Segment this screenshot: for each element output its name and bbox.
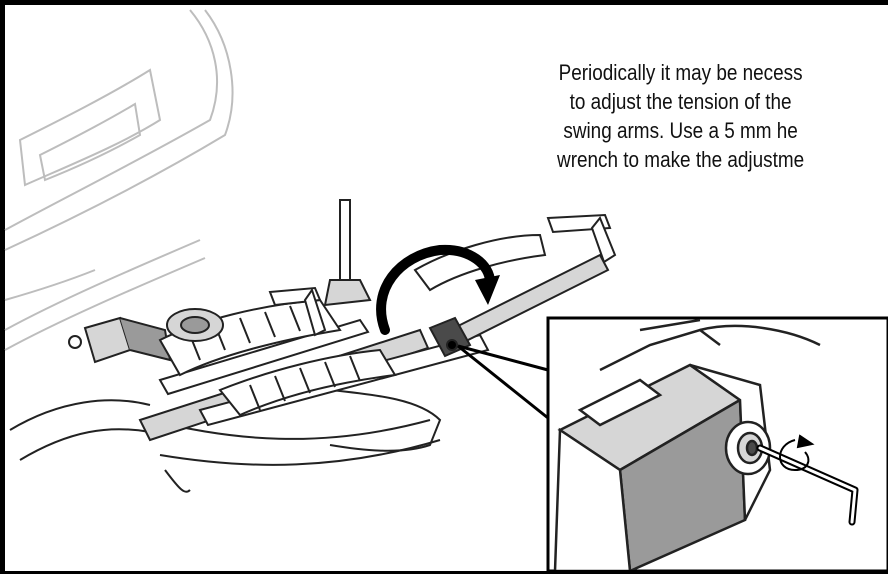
rack-mast [323,199,372,307]
caption-line-4: wrench to make the adjustme [557,147,805,172]
detail-inset [546,316,888,573]
left-arm-handle [268,286,327,337]
small-rotation-arrow-icon [779,434,815,472]
hitch-receiver [68,316,172,364]
caption-line-3: swing arms. Use a 5 mm he [563,118,798,143]
caption-line-1: Periodically it may be necess [558,60,803,85]
rotation-arrow-icon [376,244,500,335]
instruction-caption: Periodically it may be necess to adjust … [500,58,861,174]
car-rear [4,9,234,351]
callout-pointer [457,344,549,420]
swing-arm [428,213,617,358]
wheel-clamps [166,308,224,342]
caption-line-2: to adjust the tension of the [569,89,792,114]
